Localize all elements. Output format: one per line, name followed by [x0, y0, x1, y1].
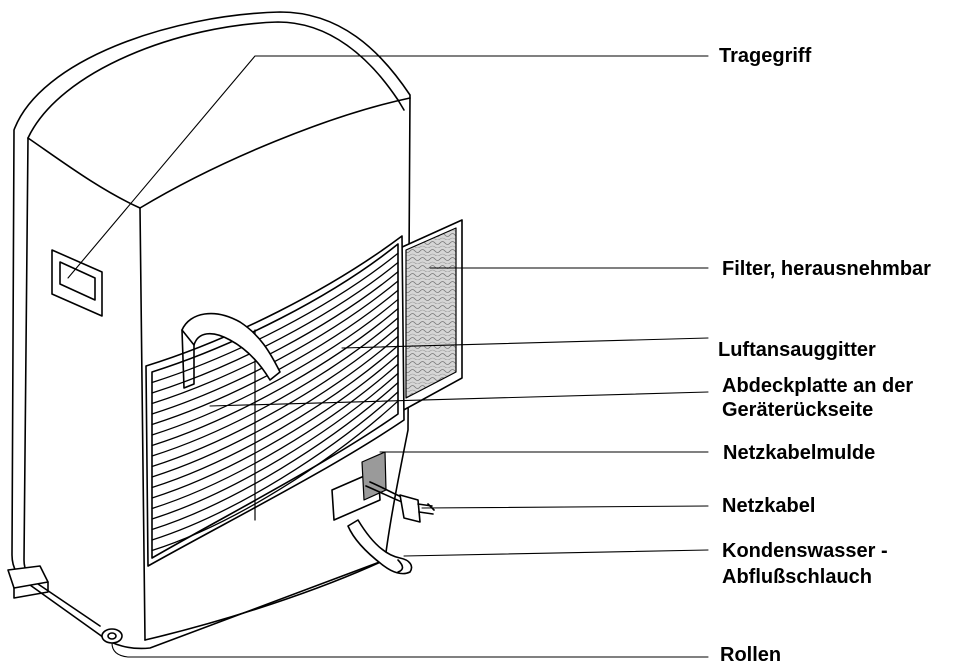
side-handle	[51, 249, 103, 317]
grille-slat	[151, 381, 399, 531]
leader-tragegriff	[67, 55, 709, 279]
label-netzkabelmulde: Netzkabelmulde	[723, 442, 876, 464]
filter-panel	[399, 219, 463, 413]
grille-slat	[151, 317, 399, 457]
cord-recess	[331, 451, 387, 521]
grille-strap	[181, 312, 281, 389]
grille-slat	[151, 363, 399, 510]
label-filter: Filter, herausnehmbar	[722, 258, 931, 280]
grille-slat	[151, 335, 399, 478]
grille-slat	[151, 354, 399, 499]
label-rollen: Rollen	[720, 644, 782, 666]
grille-slat	[151, 372, 399, 520]
label-netzkabel: Netzkabel	[722, 495, 816, 517]
grille-slat	[151, 298, 399, 436]
grille-slat	[151, 326, 399, 468]
leader-rollen	[111, 642, 709, 658]
drain-hose	[347, 519, 413, 575]
power-cord	[365, 481, 435, 523]
grille-slat	[151, 400, 399, 552]
label-luftansauggitter: Luftansauggitter	[718, 339, 876, 361]
label-kondenswasser-line2: Abflußschlauch	[722, 566, 873, 588]
label-abdeckplatte-line2: Geräterückseite	[722, 399, 874, 421]
label-kondenswasser-line1: Kondenswasser -	[722, 540, 888, 562]
grille-slat	[151, 391, 399, 541]
feet-rollers	[7, 565, 123, 644]
grille-slat	[151, 271, 399, 405]
leader-kondenswasser	[403, 549, 709, 557]
leader-lines	[67, 55, 709, 658]
label-tragegriff: Tragegriff	[719, 45, 812, 67]
grille-slat	[151, 280, 399, 415]
grille-slat	[151, 308, 399, 447]
grille-slat	[151, 344, 399, 489]
leader-abdeckplatte	[209, 391, 709, 407]
leader-luftansauggitter	[341, 337, 709, 349]
label-abdeckplatte-line1: Abdeckplatte an der	[722, 375, 914, 397]
grille-slat	[151, 289, 399, 426]
leader-netzkabel	[421, 505, 709, 509]
